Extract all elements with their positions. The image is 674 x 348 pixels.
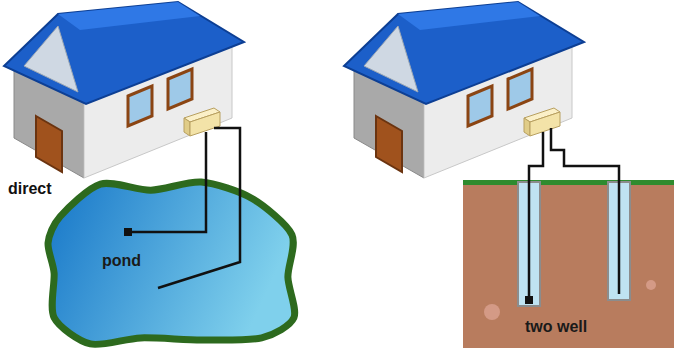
stone: [646, 280, 656, 290]
node-text: pond: [102, 252, 141, 270]
house-icon: [344, 2, 584, 178]
stone: [484, 304, 500, 320]
pond-outline: [48, 182, 295, 345]
pond-shape: pond: [40, 176, 302, 348]
caption-label: direct: [8, 180, 52, 198]
house-icon: [4, 2, 244, 178]
soil: [463, 180, 674, 348]
pond-shape: [40, 176, 302, 348]
node-text: two well: [525, 318, 587, 336]
pipe-end: [124, 228, 132, 236]
pipe-end: [525, 296, 533, 304]
pipe: [130, 128, 619, 298]
ground-band: two well: [463, 180, 674, 348]
grass: [463, 180, 674, 185]
